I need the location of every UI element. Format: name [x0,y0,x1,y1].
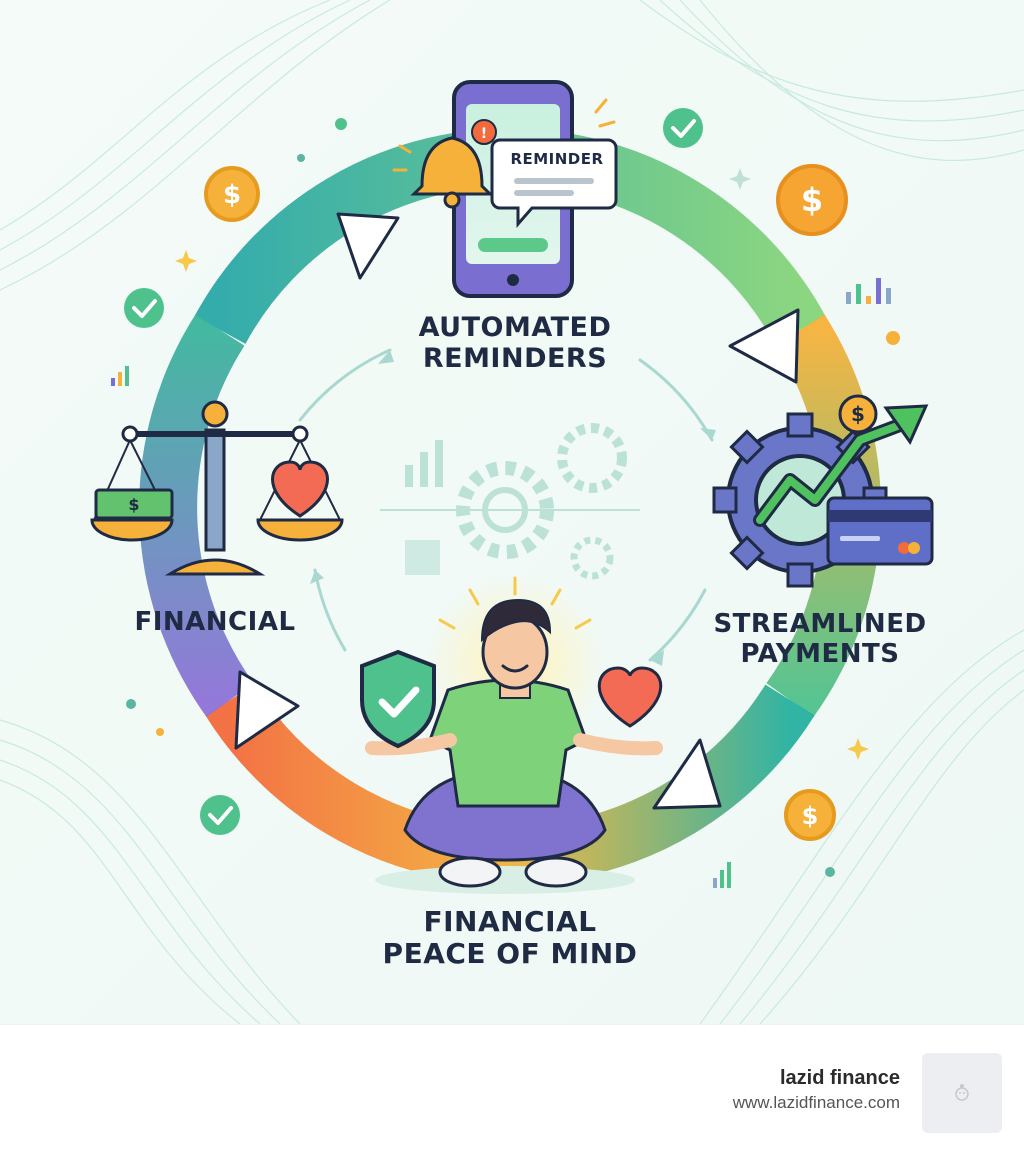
logo-icon [955,1084,969,1101]
label-line: PAYMENTS [740,638,900,669]
reminder-bubble [490,138,618,228]
dollar-coin-icon: $ [838,394,878,434]
svg-text:$: $ [128,495,139,514]
trend-arrow-icon [753,404,929,527]
scale-icon: $ [90,400,344,576]
label-line: FINANCIAL [134,607,296,637]
svg-text:!: ! [481,126,487,142]
credit-card-icon [826,496,934,566]
label-line: REMINDERS [422,343,608,375]
check-badge-icon [663,108,703,148]
label-line: STREAMLINED [713,609,927,639]
svg-text:$: $ [223,180,241,210]
arrowhead-top-right [728,308,800,384]
reminder-bubble-text: REMINDER [510,150,604,168]
bell-icon: ! [392,98,616,209]
node-label-streamlined-payments: STREAMLINED PAYMENTS [690,609,950,670]
arrowhead-bottom-right [652,738,722,810]
svg-text:$: $ [802,802,819,830]
ring-arrowheads [234,212,800,810]
brand-logo [922,1053,1002,1133]
label-line: AUTOMATED [418,312,612,343]
node-label-financial: FINANCIAL [110,607,320,638]
dollar-coin-icon: $ [204,166,260,222]
wave-lines-decoration [0,0,1024,1024]
shield-check-icon [360,649,436,749]
check-badge-icon [124,288,164,328]
dollar-coin-icon: $ [784,789,836,841]
sparkle-decoration [126,118,900,877]
node-label-financial-peace-of-mind: FINANCIAL PEACE OF MIND [350,905,670,971]
person-meditating-icon [365,575,663,894]
brand-footer: lazid finance www.lazidfinance.com [0,1024,1024,1155]
label-line: PEACE OF MIND [382,937,638,971]
heart-icon [271,460,329,518]
check-badge-icon [200,795,240,835]
svg-text:$: $ [801,181,823,219]
cycle-diagram: ! [0,0,1024,1024]
node-label-automated-reminders: AUTOMATED REMINDERS [380,312,650,374]
center-gears-decoration [380,423,640,580]
mini-chart-icon [111,278,891,888]
heart-icon [597,666,663,728]
label-line: FINANCIAL [423,905,597,938]
diagram-canvas: ! [0,0,1024,1024]
brand-url-link[interactable]: www.lazidfinance.com [732,1093,900,1112]
brand-name: lazid finance [779,1067,900,1089]
svg-text:$: $ [851,402,865,426]
dollar-coin-icon: $ [776,164,848,236]
arrowhead-left [234,670,300,750]
arrowhead-top-left [336,212,400,280]
